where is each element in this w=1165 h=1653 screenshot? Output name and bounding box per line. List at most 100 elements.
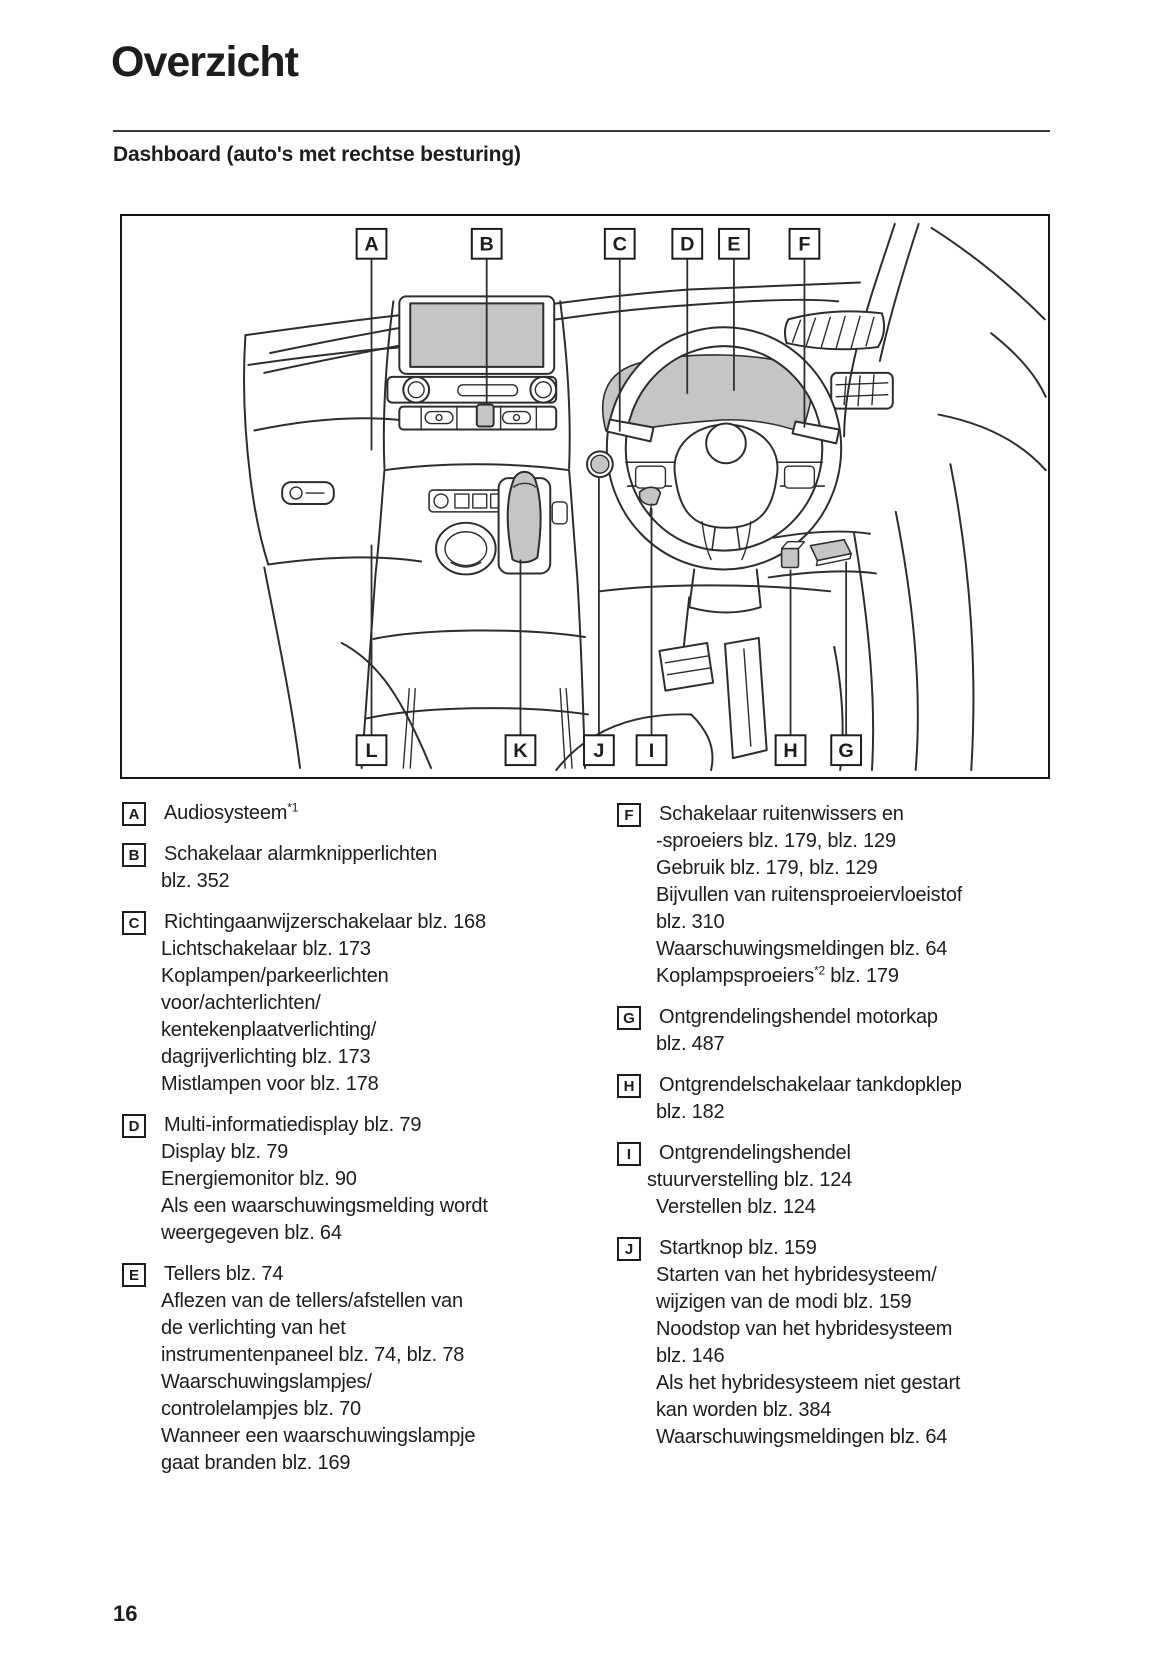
legend-line: Schakelaar alarmknipperlichten — [164, 843, 438, 865]
legend-lines: Schakelaar ruitenwissers en-sproeiers bl… — [656, 801, 1057, 990]
legend-lines: Multi-informatiedisplay blz. 79 Display b… — [161, 1112, 577, 1247]
svg-text:J: J — [593, 740, 604, 762]
page-number: 16 — [113, 1601, 138, 1626]
legend-lines: Ontgrendelschakelaar tankdopklep blz. 182 — [656, 1072, 1057, 1126]
legend-line: Tellers blz. 74 — [164, 1263, 284, 1285]
legend-item-B: B Schakelaar alarmknipperlichten blz. 352 — [122, 841, 577, 895]
legend-line: kentekenplaatverlichting/ — [161, 1019, 377, 1041]
legend-box-D: D — [122, 1114, 146, 1138]
svg-text:B: B — [480, 234, 494, 256]
svg-text:K: K — [513, 740, 528, 762]
svg-text:I: I — [649, 740, 655, 762]
legend-line: stuurverstelling blz. 124 — [647, 1169, 853, 1191]
legend-box-F: F — [617, 803, 641, 827]
legend-line: blz. 182 — [656, 1101, 725, 1123]
svg-text:E: E — [727, 234, 740, 256]
legend-box-J: J — [617, 1237, 641, 1261]
legend-box-E: E — [122, 1263, 146, 1287]
legend-line: Richtingaanwijzerschakelaar blz. 168 — [164, 911, 486, 933]
legend-line: Verstellen blz. 124 — [656, 1196, 816, 1218]
legend-lines: Schakelaar alarmknipperlichten blz. 352 — [161, 841, 577, 895]
legend-line: Display blz. 79 — [161, 1141, 289, 1163]
legend-line: Waarschuwingsmeldingen blz. 64 — [656, 1426, 948, 1448]
diagram-label-J: J — [583, 478, 615, 767]
legend-column-right: F Schakelaar ruitenwissers en-sproeiers b… — [617, 801, 1057, 1465]
legend-line: Als een waarschuwingsmelding wordt — [161, 1195, 488, 1217]
legend-lines: Audiosysteem*1 — [161, 800, 577, 827]
legend-box-A: A — [122, 802, 146, 826]
legend-item-A: A Audiosysteem*1 — [122, 800, 577, 827]
svg-text:A: A — [364, 234, 378, 256]
legend-line: de verlichting van het — [161, 1317, 346, 1339]
legend-line: controlelampjes blz. 70 — [161, 1398, 361, 1420]
legend-line: Koplampen/parkeerlichten — [161, 965, 389, 987]
diagram-label-B: B — [470, 227, 503, 405]
diagram-label-A: A — [355, 227, 388, 451]
legend-line: Noodstop van het hybridesysteem — [656, 1318, 953, 1340]
legend-line: Bijvullen van ruitensproeiervloeistof — [656, 884, 963, 906]
legend-lines: Ontgrendelingshendel motorkap blz. 487 — [656, 1004, 1057, 1058]
legend-line: Multi-informatiedisplay blz. 79 — [164, 1114, 422, 1136]
legend-lines: Tellers blz. 74 Aflezen van de tellers/af… — [161, 1261, 577, 1477]
legend-box-H: H — [617, 1074, 641, 1098]
legend-line: Starten van het hybridesysteem/ — [656, 1264, 937, 1286]
legend-line: Waarschuwingsmeldingen blz. 64 — [656, 938, 948, 960]
legend-line: Startknop blz. 159 — [659, 1237, 817, 1259]
legend-line: Lichtschakelaar blz. 173 — [161, 938, 371, 960]
svg-text:F: F — [798, 234, 810, 256]
legend-item-I: I Ontgrendelingshendel stuurverstelling bl… — [617, 1140, 1057, 1221]
legend-line: Als het hybridesysteem niet gestart — [656, 1372, 961, 1394]
legend-line: wijzigen van de modi blz. 159 — [656, 1291, 912, 1313]
diagram-label-L: L — [355, 544, 388, 767]
diagram-label-H: H — [774, 569, 807, 767]
legend-line: instrumentenpaneel blz. 74, blz. 78 — [161, 1344, 465, 1366]
legend-line: weergegeven blz. 64 — [161, 1222, 342, 1244]
legend-box-C: C — [122, 911, 146, 935]
legend-line: Ontgrendelingshendel — [659, 1142, 851, 1164]
section-title: Dashboard (auto's met rechtse besturing) — [113, 143, 521, 166]
svg-text:G: G — [838, 740, 853, 762]
legend-line: kan worden blz. 384 — [656, 1399, 832, 1421]
legend-item-E: E Tellers blz. 74 Aflezen van de tellers/a… — [122, 1261, 577, 1477]
legend-line: Audiosysteem*1 — [164, 800, 299, 824]
legend-line: dagrijverlichting blz. 173 — [161, 1046, 371, 1068]
legend-line: Ontgrendelingshendel motorkap — [659, 1006, 938, 1028]
legend-line: Aflezen van de tellers/afstellen van — [161, 1290, 463, 1312]
legend-box-B: B — [122, 843, 146, 867]
page-title: Overzicht — [111, 38, 299, 86]
svg-text:D: D — [680, 234, 694, 256]
legend-box-I: I — [617, 1142, 641, 1166]
legend-line: Koplampsproeiers*2 blz. 179 — [656, 963, 899, 987]
legend-line: Ontgrendelschakelaar tankdopklep — [659, 1074, 962, 1096]
legend-line: Mistlampen voor blz. 178 — [161, 1073, 379, 1095]
diagram-label-D: D — [671, 227, 704, 394]
legend-line: blz. 352 — [161, 870, 230, 892]
legend-line: Waarschuwingslampjes/ — [161, 1371, 372, 1393]
legend-line: gaat branden blz. 169 — [161, 1452, 351, 1474]
legend-line: blz. 310 — [656, 911, 725, 933]
legend-line: blz. 487 — [656, 1033, 725, 1055]
diagram-label-F: F — [788, 227, 821, 428]
diagram-label-E: E — [718, 227, 750, 391]
legend-line: blz. 146 — [656, 1345, 725, 1367]
svg-text:L: L — [365, 740, 377, 762]
legend-line: Gebruik blz. 179, blz. 129 — [656, 857, 878, 879]
legend-line: Energiemonitor blz. 90 — [161, 1168, 357, 1190]
legend-lines: Ontgrendelingshendel stuurverstelling blz… — [647, 1140, 1057, 1221]
diagram-label-G: G — [830, 561, 863, 767]
legend-item-H: H Ontgrendelschakelaar tankdopklep blz. 18… — [617, 1072, 1057, 1126]
title-divider — [113, 130, 1050, 132]
legend-line: Wanneer een waarschuwingslampje — [161, 1425, 476, 1447]
legend-line: voor/achterlichten/ — [161, 992, 321, 1014]
diagram-label-I: I — [635, 507, 668, 767]
